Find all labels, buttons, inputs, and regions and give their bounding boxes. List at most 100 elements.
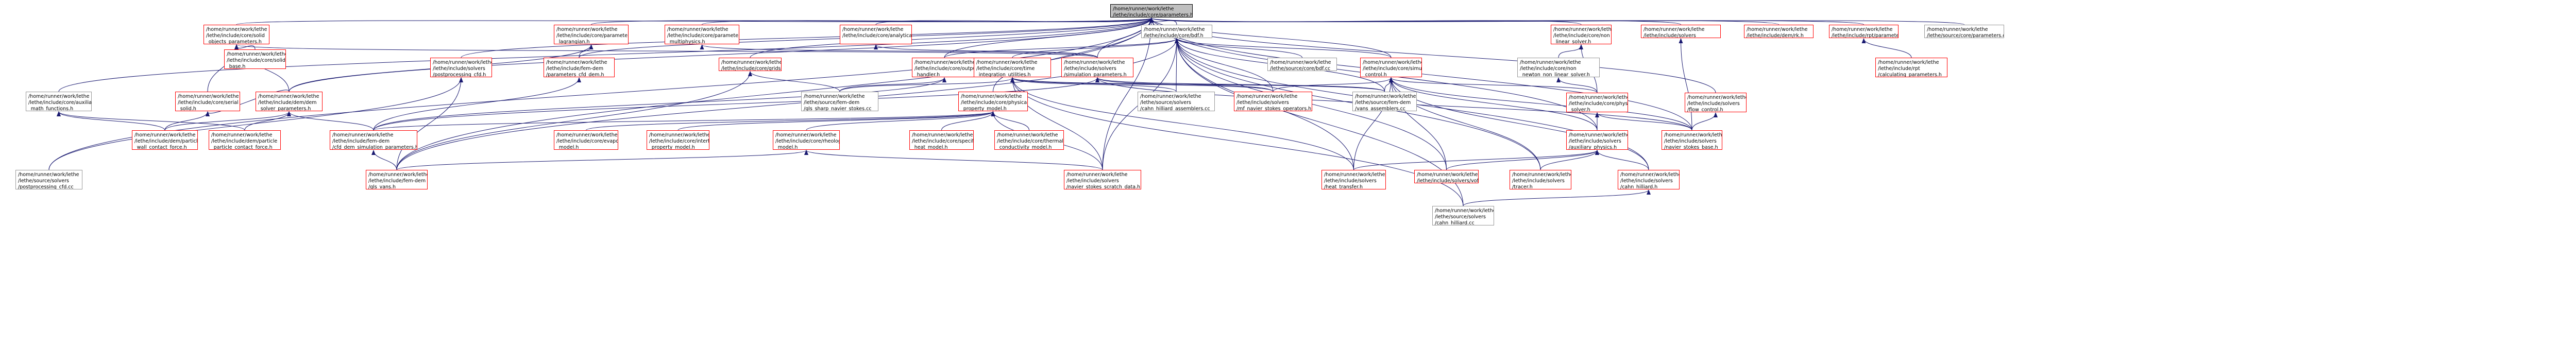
dependency-edge: [944, 38, 1179, 58]
node-label-line: /postprocessing_cfd.cc: [18, 184, 74, 189]
graph-node[interactable]: /home/runner/work/lethe/lethe/include/de…: [132, 130, 198, 150]
node-label-line: /home/runner/work/lethe: [667, 27, 728, 32]
node-label-line: _wall_contact_force.h: [134, 145, 187, 150]
graph-node[interactable]: /home/runner/work/lethe/lethe/include/co…: [175, 92, 240, 111]
node-label-line: /lethe/include/solvers: [1066, 178, 1119, 184]
node-label-line: _property_model.h: [649, 145, 695, 150]
graph-node[interactable]: /home/runner/work/lethe/lethe/include/co…: [1360, 58, 1422, 77]
graph-node[interactable]: /home/runner/work/lethe/lethe/include/co…: [1566, 93, 1628, 112]
graph-node[interactable]: /home/runner/work/lethe/lethe/include/co…: [1141, 25, 1212, 38]
graph-node[interactable]: /home/runner/work/lethe/lethe/include/fe…: [330, 130, 417, 150]
dependency-edge: [677, 111, 995, 131]
graph-node[interactable]: /home/runner/work/lethe/lethe/include/co…: [719, 58, 782, 71]
dependency-edge: [164, 111, 291, 131]
graph-node[interactable]: /home/runner/work/lethe/lethe/include/fe…: [544, 58, 615, 77]
node-label-line: _lagrangian.h: [556, 39, 590, 44]
graph-node[interactable]: /home/runner/work/lethe/lethe/include/rp…: [1875, 58, 1947, 77]
node-label-line: _base.h: [227, 64, 246, 69]
node-label-line: /lethe/include/solvers: [1569, 138, 1621, 144]
dependency-edge: [1384, 77, 1393, 92]
node-label-line: _solid.h: [178, 106, 196, 111]
node-label-line: /lethe/source/fem-dem: [1355, 100, 1411, 106]
dependency-edge: [396, 77, 463, 170]
graph-node[interactable]: /home/runner/work/lethe/lethe/source/fem…: [1352, 92, 1417, 111]
node-label-line: /home/runner/work/lethe: [258, 94, 319, 99]
graph-node[interactable]: /home/runner/work/lethe/lethe/include/co…: [204, 25, 269, 44]
node-label-line: /lethe/include/core/interface: [649, 138, 709, 144]
graph-node[interactable]: /home/runner/work/lethe/lethe/include/co…: [974, 58, 1051, 77]
graph-node[interactable]: /home/runner/work/lethe/lethe/include/so…: [1234, 92, 1312, 111]
node-label-line: /lethe/include/fem-dem: [546, 66, 604, 72]
graph-node[interactable]: /home/runner/work/lethe/lethe/include/co…: [554, 130, 618, 150]
node-label-line: /lethe/include/solvers: [1324, 178, 1377, 184]
node-label-line: /home/runner/work/lethe: [1417, 172, 1478, 178]
graph-node[interactable]: /home/runner/work/lethe/lethe/include/de…: [209, 130, 281, 150]
graph-node[interactable]: /home/runner/work/lethe/lethe/source/cor…: [1267, 58, 1337, 71]
graph-node[interactable]: /home/runner/work/lethe/lethe/include/so…: [1061, 58, 1133, 77]
dependency-edge: [1389, 77, 1692, 131]
graph-node[interactable]: /home/runner/work/lethe/lethe/include/co…: [912, 58, 977, 77]
node-label-line: /lethe/include/core/non: [1553, 33, 1610, 39]
node-label-line: /home/runner/work/lethe: [1569, 95, 1628, 100]
dependency-edge: [1353, 150, 1599, 170]
dependency-edge: [48, 18, 1154, 170]
node-label-line: /home/runner/work/lethe: [1113, 6, 1174, 12]
dependency-edge: [461, 18, 1154, 58]
graph-node[interactable]: /home/runner/work/lethe/lethe/include/co…: [840, 25, 912, 44]
graph-node[interactable]: /home/runner/work/lethe/lethe/include/de…: [256, 92, 323, 111]
node-label-line: /home/runner/work/lethe: [211, 132, 273, 138]
graph-node[interactable]: /home/runner/work/lethe/lethe/source/fem…: [801, 92, 878, 111]
graph-node[interactable]: /home/runner/work/lethe/lethe/include/de…: [1744, 25, 1814, 38]
dependency-edge: [1679, 38, 1692, 131]
graph-node[interactable]: /home/runner/work/lethe/lethe/include/so…: [1566, 130, 1628, 150]
node-label-line: /lethe/include/rpt: [1878, 66, 1920, 72]
graph-node[interactable]: /home/runner/work/lethe/lethe/include/co…: [647, 130, 709, 150]
node-label-line: /home/runner/work/lethe: [1569, 132, 1628, 138]
graph-node[interactable]: /home/runner/work/lethe/lethe/include/rp…: [1829, 25, 1899, 38]
node-label-line: /home/runner/work/lethe: [1140, 94, 1201, 99]
node-label-line: /lethe/include/solvers: [433, 66, 485, 72]
graph-node[interactable]: /home/runner/work/lethe/lethe/source/sol…: [1432, 206, 1494, 225]
graph-node[interactable]: /home/runner/work/lethe/lethe/include/so…: [1064, 170, 1141, 189]
node-label-line: /home/runner/work/lethe: [556, 27, 618, 32]
graph-node[interactable]: /home/runner/work/lethe/lethe/include/co…: [26, 92, 92, 111]
graph-node[interactable]: /home/runner/work/lethe/lethe/include/co…: [554, 25, 629, 44]
node-label-line: /home/runner/work/lethe: [721, 60, 782, 65]
node-label-line: /home/runner/work/lethe: [546, 60, 607, 65]
node-label-line: /calculating_parameters.h: [1878, 72, 1942, 77]
graph-node[interactable]: /home/runner/work/lethe/lethe/include/fe…: [366, 170, 428, 189]
graph-node[interactable]: /home/runner/work/lethe/lethe/source/sol…: [1138, 92, 1215, 111]
graph-node[interactable]: /home/runner/work/lethe/lethe/include/co…: [665, 25, 739, 44]
graph-node[interactable]: /home/runner/work/lethe/lethe/include/so…: [1618, 170, 1680, 189]
graph-node[interactable]: /home/runner/work/lethe/lethe/include/so…: [1414, 170, 1479, 183]
dependency-edge: [750, 18, 1154, 58]
dependency-edge: [373, 77, 1099, 131]
node-label-line: _linear_solver.h: [1553, 39, 1591, 44]
graph-node[interactable]: /home/runner/work/lethe/lethe/include/co…: [909, 130, 974, 150]
node-label-line: /home/runner/work/lethe: [1664, 132, 1722, 138]
node-label-line: /home/runner/work/lethe: [1520, 60, 1581, 65]
graph-node[interactable]: /home/runner/work/lethe/lethe/include/so…: [430, 58, 492, 77]
graph-node[interactable]: /home/runner/work/lethe/lethe/include/co…: [1551, 25, 1612, 44]
graph-node[interactable]: /home/runner/work/lethe/lethe/include/so…: [1641, 25, 1721, 38]
graph-node[interactable]: /home/runner/work/lethe/lethe/source/cor…: [1924, 25, 2004, 38]
node-label-line: /lethe/include/core/evaporation: [556, 138, 618, 144]
node-label-line: /auxiliary_physics.h: [1569, 145, 1617, 150]
graph-node[interactable]: /home/runner/work/lethe/lethe/source/sol…: [15, 170, 82, 189]
graph-node[interactable]: /home/runner/work/lethe/lethe/include/co…: [773, 130, 840, 150]
node-label-line: /postprocessing_cfd.h: [433, 72, 486, 77]
graph-node[interactable]: /home/runner/work/lethe/lethe/include/so…: [1321, 170, 1386, 189]
node-label-line: /lethe/include/core/physics: [1569, 101, 1628, 107]
graph-node[interactable]: /home/runner/work/lethe/lethe/include/co…: [994, 130, 1064, 150]
graph-node[interactable]: /home/runner/work/lethe/lethe/include/so…: [1510, 170, 1571, 189]
graph-node[interactable]: /home/runner/work/lethe/lethe/include/so…: [1662, 130, 1722, 150]
graph-node[interactable]: /home/runner/work/lethe/lethe/include/so…: [1685, 93, 1747, 112]
node-label-line: /lethe/include/core/grids.h: [721, 66, 782, 71]
node-label-line: /home/runner/work/lethe: [1066, 172, 1128, 178]
graph-node[interactable]: /home/runner/work/lethe/lethe/include/co…: [224, 49, 286, 69]
graph-node[interactable]: /home/runner/work/lethe/lethe/include/co…: [958, 92, 1028, 111]
node-label-line: _property_model.h: [961, 106, 1007, 111]
node-label-line: /home/runner/work/lethe: [134, 132, 196, 138]
graph-node[interactable]: /home/runner/work/lethe/lethe/include/co…: [1517, 58, 1600, 77]
node-label-line: _control.h: [1363, 72, 1387, 77]
